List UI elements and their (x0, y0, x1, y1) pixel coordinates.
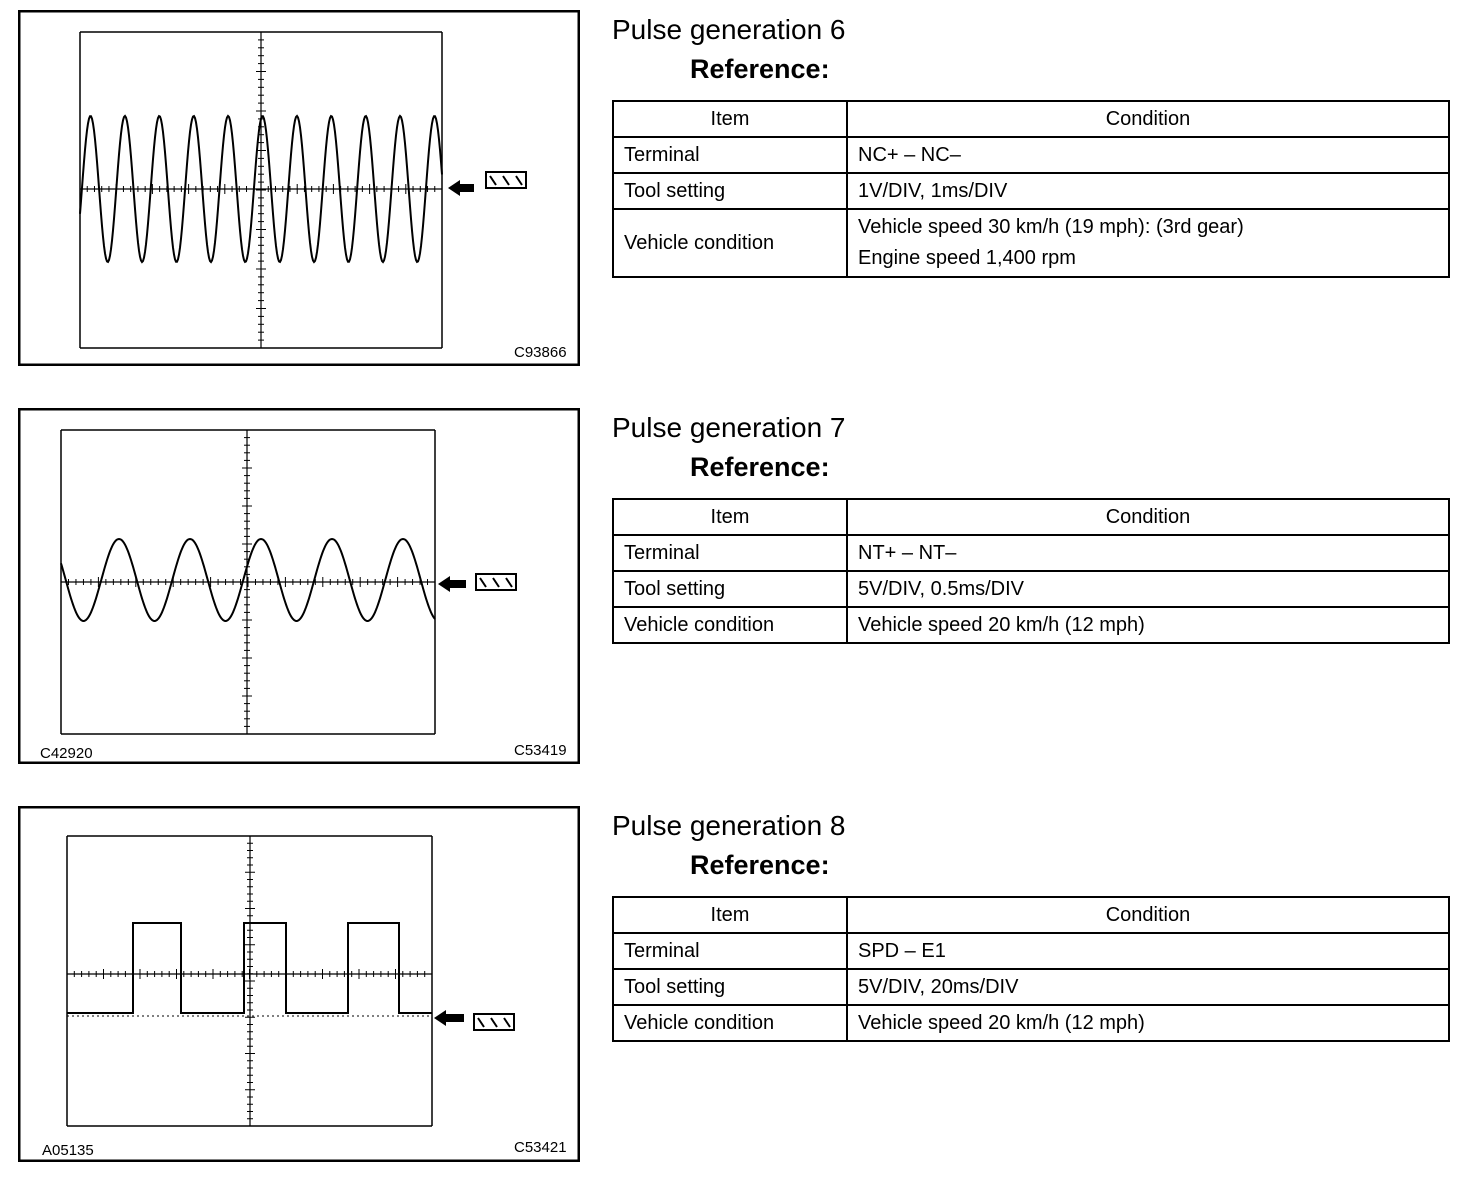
pulse-title: Pulse generation 7 (612, 412, 846, 443)
row-item: Vehicle condition (612, 606, 848, 644)
scope-grid (79, 31, 443, 349)
table-row: Terminal NC+ – NC– (612, 136, 1450, 174)
figure-code-left: C42920 (40, 745, 93, 762)
figure-code: C53419 (514, 742, 567, 759)
row-item: Vehicle condition (612, 208, 848, 278)
figure-frame (18, 408, 580, 764)
row-condition: Vehicle speed 30 km/h (19 mph): (3rd gea… (846, 208, 1450, 278)
oscilloscope-figure: C93866 (18, 10, 580, 366)
row-condition: Vehicle speed 20 km/h (12 mph) (846, 606, 1450, 644)
waveform-graph: C42920 C53419 (18, 408, 580, 764)
row-item: Terminal (612, 136, 848, 174)
condition-line: Vehicle speed 30 km/h (19 mph): (3rd gea… (858, 216, 1244, 238)
figure-code: C53421 (514, 1139, 567, 1156)
ground-arrow-icon (448, 180, 474, 196)
row-item: Tool setting (612, 172, 848, 210)
row-item: Tool setting (612, 570, 848, 608)
condition-line: Engine speed 1,400 rpm (858, 247, 1076, 269)
row-condition: Vehicle speed 20 km/h (12 mph) (846, 1004, 1450, 1042)
ground-arrow-icon (434, 1010, 464, 1026)
row-condition: 1V/DIV, 1ms/DIV (846, 172, 1450, 210)
figure-code: C93866 (514, 344, 567, 361)
section-pulse-generation-6: C93866 Pulse generation 6 Reference: Ite… (0, 10, 1472, 380)
ground-arrow-icon (438, 576, 466, 592)
table-row: Tool setting 1V/DIV, 1ms/DIV (612, 172, 1450, 210)
table-row: Terminal NT+ – NT– (612, 534, 1450, 572)
figure-frame (18, 10, 580, 366)
oscilloscope-figure: C42920 C53419 (18, 408, 580, 764)
row-item: Tool setting (612, 968, 848, 1006)
table-row: Tool setting 5V/DIV, 0.5ms/DIV (612, 570, 1450, 608)
header-item: Item (612, 100, 848, 138)
waveform-trace (79, 114, 443, 264)
row-condition: NT+ – NT– (846, 534, 1450, 572)
header-item: Item (612, 896, 848, 934)
reference-heading: Reference: (690, 54, 830, 84)
oscilloscope-figure: A05135 C53421 (18, 806, 580, 1162)
row-item: Terminal (612, 932, 848, 970)
condition-table: Item Condition Terminal NT+ – NT– Tool s… (612, 498, 1450, 644)
table-row: Vehicle condition Vehicle speed 20 km/h … (612, 606, 1450, 644)
row-condition: SPD – E1 (846, 932, 1450, 970)
ground-symbol-icon (473, 1013, 515, 1031)
ground-symbol-icon (475, 573, 517, 591)
condition-table: Item Condition Terminal SPD – E1 Tool se… (612, 896, 1450, 1042)
waveform-graph: A05135 C53421 (18, 806, 580, 1162)
figure-code-left: A05135 (42, 1142, 94, 1159)
reference-heading: Reference: (690, 850, 830, 880)
table-row: Tool setting 5V/DIV, 20ms/DIV (612, 968, 1450, 1006)
reference-heading: Reference: (690, 452, 830, 482)
table-row: Vehicle condition Vehicle speed 20 km/h … (612, 1004, 1450, 1042)
scope-grid (60, 429, 436, 735)
row-item: Terminal (612, 534, 848, 572)
waveform-trace (67, 922, 432, 1014)
header-item: Item (612, 498, 848, 536)
section-pulse-generation-8: A05135 C53421 Pulse generation 8 Referen… (0, 806, 1472, 1176)
table-row: Vehicle condition Vehicle speed 30 km/h … (612, 208, 1450, 278)
condition-table: Item Condition Terminal NC+ – NC– Tool s… (612, 100, 1450, 278)
section-pulse-generation-7: C42920 C53419 Pulse generation 7 Referen… (0, 408, 1472, 778)
table-header-row: Item Condition (612, 896, 1450, 934)
pulse-title: Pulse generation 8 (612, 810, 846, 841)
row-condition: NC+ – NC– (846, 136, 1450, 174)
ground-symbol-icon (485, 171, 527, 189)
table-header-row: Item Condition (612, 498, 1450, 536)
header-condition: Condition (846, 100, 1450, 138)
table-header-row: Item Condition (612, 100, 1450, 138)
figure-frame (18, 806, 580, 1162)
waveform-trace (60, 537, 436, 622)
row-item: Vehicle condition (612, 1004, 848, 1042)
pulse-title: Pulse generation 6 (612, 14, 846, 45)
header-condition: Condition (846, 896, 1450, 934)
row-condition: 5V/DIV, 20ms/DIV (846, 968, 1450, 1006)
row-condition: 5V/DIV, 0.5ms/DIV (846, 570, 1450, 608)
scope-grid (66, 835, 433, 1127)
header-condition: Condition (846, 498, 1450, 536)
waveform-graph: C93866 (18, 10, 580, 366)
table-row: Terminal SPD – E1 (612, 932, 1450, 970)
